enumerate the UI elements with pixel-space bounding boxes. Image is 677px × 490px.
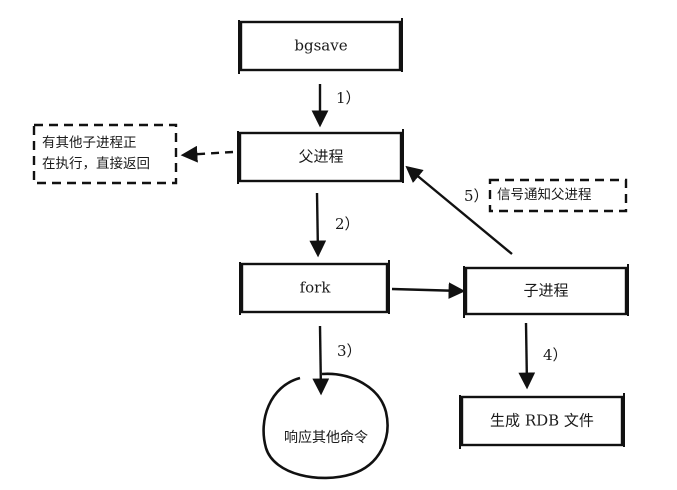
arrow-parent-to-note <box>180 145 234 163</box>
arrow-child-to-parent <box>405 165 513 255</box>
arrow-fork-to-respond <box>312 325 330 396</box>
rdb-file-label: 生成 RDB 文件 <box>490 411 594 430</box>
respond-circle <box>262 372 389 480</box>
step-3-label: 3） <box>337 342 362 360</box>
busy-note-box <box>32 123 178 185</box>
step-4-label: 4） <box>543 346 568 364</box>
arrow-child-to-rdb <box>518 322 536 390</box>
respond-label: 响应其他命令 <box>284 430 368 446</box>
arrow-fork-to-child <box>391 282 466 300</box>
step-1-label: 1） <box>336 89 361 107</box>
parent-process-label: 父进程 <box>298 147 344 166</box>
step-2-label: 2） <box>335 215 360 233</box>
signal-note-box <box>488 178 628 213</box>
signal-note-text: 信号通知父进程 <box>497 187 592 203</box>
bgsave-label: bgsave <box>294 36 348 55</box>
step-5-label: 5） <box>464 187 489 205</box>
fork-label: fork <box>299 278 331 297</box>
parent-process-box <box>237 129 404 184</box>
fork-box <box>239 260 390 315</box>
bgsave-box <box>238 18 403 74</box>
busy-note-line-1: 有其他子进程正 <box>42 135 137 151</box>
rdb-file-box <box>459 393 625 449</box>
arrow-parent-to-fork <box>309 192 327 258</box>
child-process-label: 子进程 <box>523 281 569 300</box>
busy-note-text: 有其他子进程正 在执行，直接返回 <box>42 133 150 175</box>
busy-note-line-2: 在执行，直接返回 <box>42 156 150 172</box>
